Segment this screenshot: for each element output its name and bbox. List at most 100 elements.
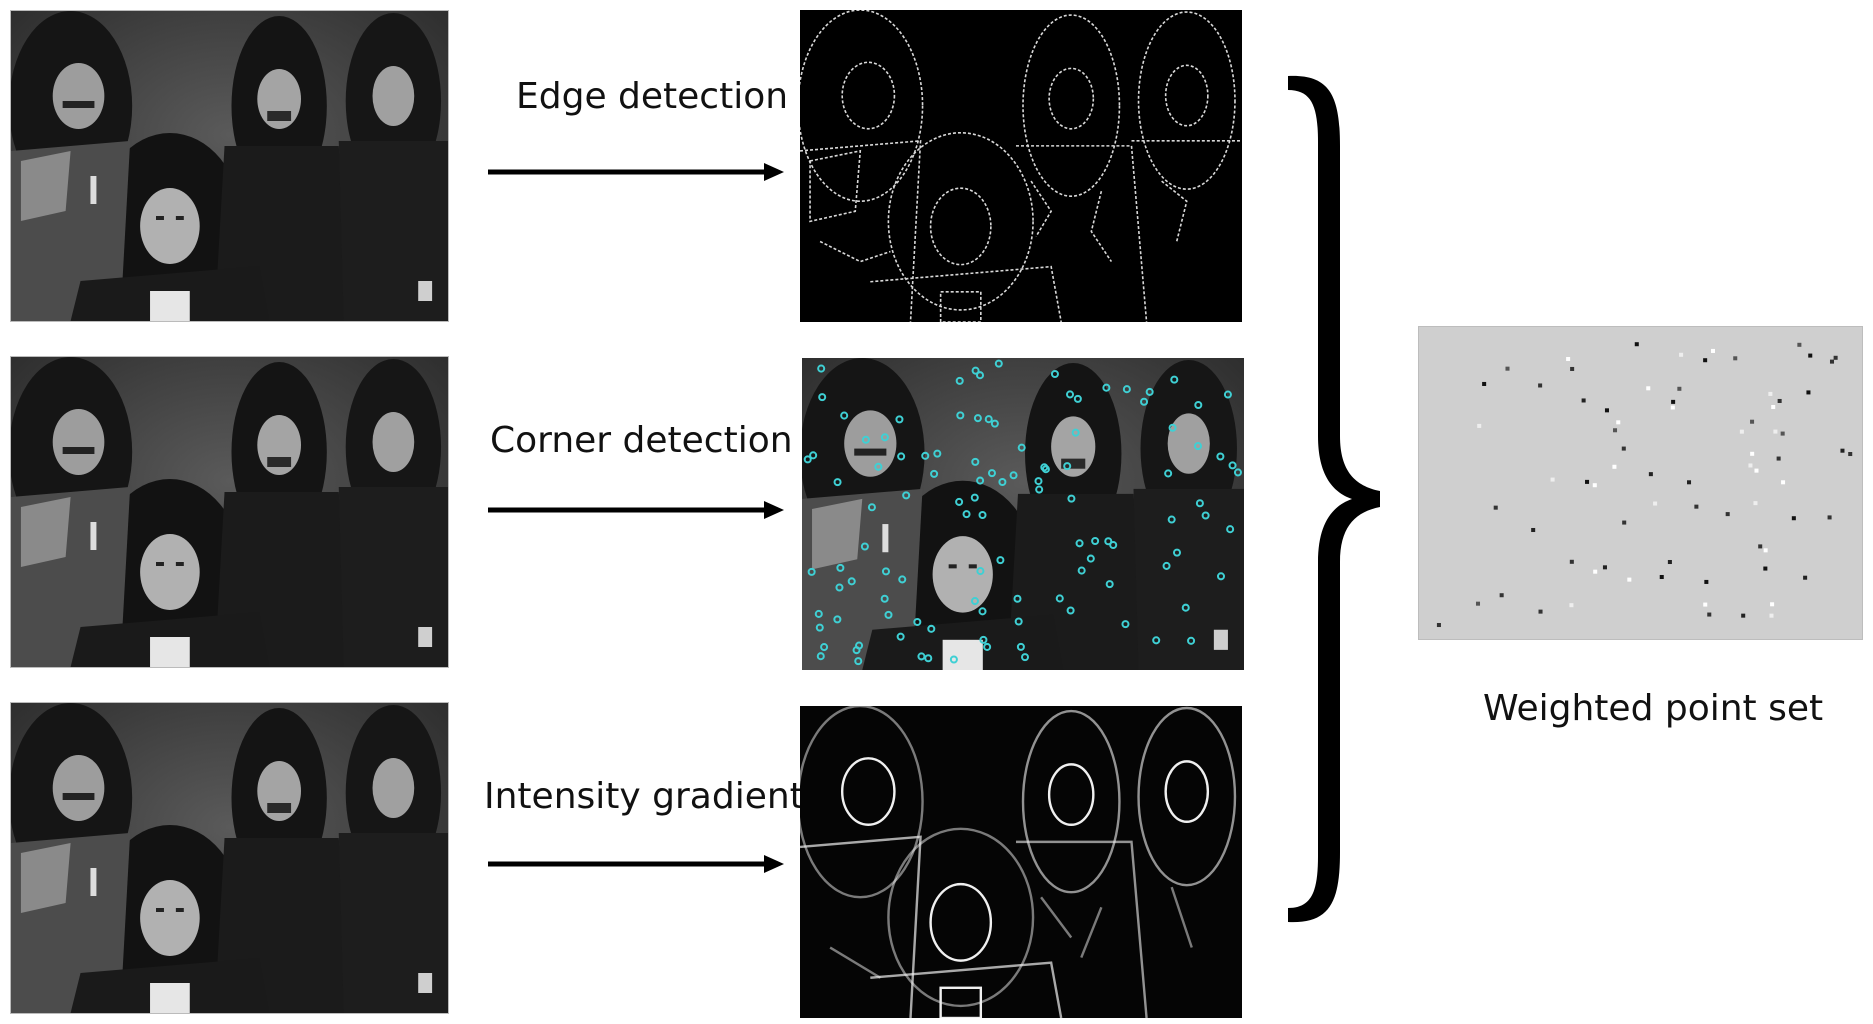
- corner-marker: [984, 415, 993, 424]
- step-label-intensity-gradient: Intensity gradient: [484, 776, 804, 817]
- corner-marker: [881, 567, 890, 576]
- corner-marker: [996, 556, 1005, 565]
- input-photo-2: [10, 356, 449, 668]
- corner-marker: [854, 657, 863, 666]
- corner-marker: [971, 457, 980, 466]
- corner-marker: [983, 642, 992, 651]
- corner-marker: [970, 597, 980, 606]
- corner-marker: [933, 449, 942, 458]
- corner-marker: [1104, 537, 1113, 546]
- corner-marker: [1216, 572, 1226, 581]
- corner-marker: [833, 478, 842, 487]
- weighted-point: [1694, 504, 1699, 509]
- weighted-point: [1803, 575, 1808, 580]
- corner-marker: [896, 632, 905, 641]
- weighted-point: [1780, 431, 1785, 436]
- corner-marker: [971, 366, 980, 375]
- corner-marker: [884, 610, 893, 619]
- curly-brace-icon: [1288, 75, 1380, 923]
- weighted-point: [1750, 451, 1755, 456]
- weighted-point: [1781, 480, 1786, 485]
- corner-marker: [1073, 394, 1082, 403]
- corner-marker: [1226, 525, 1235, 534]
- corner-marker: [1040, 463, 1049, 472]
- corner-marker: [1050, 369, 1059, 379]
- corner-marker: [998, 477, 1007, 487]
- corner-marker: [1201, 511, 1210, 520]
- weighted-point: [1566, 356, 1571, 362]
- corner-marker: [921, 451, 930, 460]
- corner-marker: [820, 643, 829, 652]
- weighted-point: [1776, 456, 1781, 461]
- weighted-point: [1750, 419, 1755, 424]
- weighted-point: [1840, 448, 1845, 453]
- corner-marker: [962, 510, 971, 519]
- weighted-point: [1808, 353, 1813, 358]
- corner-marker: [970, 493, 979, 502]
- weighted-point: [1707, 612, 1712, 617]
- weighted-point: [1648, 472, 1653, 477]
- weighted-point: [1670, 405, 1675, 410]
- weighted-point: [1848, 452, 1853, 457]
- weighted-point: [1616, 420, 1621, 425]
- corner-marker: [1187, 636, 1196, 645]
- corner-marker: [1181, 603, 1190, 612]
- corner-marker: [880, 594, 889, 603]
- weighted-point: [1763, 548, 1768, 553]
- input-photo-1: [10, 10, 449, 322]
- corner-marker: [1216, 452, 1225, 461]
- weighted-point: [1592, 483, 1597, 488]
- weighted-point: [1667, 559, 1672, 565]
- weighted-point: [1769, 613, 1774, 618]
- weighted-point: [1806, 390, 1811, 395]
- corner-marker: [978, 510, 987, 520]
- corner-marker: [1013, 594, 1022, 603]
- weighted-point: [1550, 477, 1555, 482]
- weighted-point: [1634, 342, 1639, 347]
- weighted-point: [1621, 446, 1626, 451]
- weighted-point: [1659, 574, 1664, 580]
- weighted-point: [1687, 480, 1692, 485]
- weighted-point: [1531, 527, 1536, 533]
- weighted-point: [1771, 405, 1776, 410]
- corner-marker: [874, 462, 883, 471]
- corner-marker: [1065, 390, 1075, 399]
- corner-marker: [1063, 462, 1072, 471]
- corner-marker: [897, 452, 906, 461]
- corner-marker: [1086, 554, 1095, 563]
- corner-marker: [1067, 494, 1076, 503]
- weighted-point: [1499, 593, 1504, 598]
- corner-marker: [836, 563, 845, 572]
- corner-marker: [803, 455, 812, 464]
- weighted-point: [1646, 386, 1651, 391]
- corner-marker: [833, 615, 842, 624]
- corner-marker: [898, 575, 907, 584]
- corner-marker: [1009, 471, 1018, 480]
- corner-marker: [1193, 442, 1203, 451]
- corner-marker: [1016, 642, 1025, 651]
- corner-marker: [1162, 561, 1171, 570]
- weighted-point: [1703, 358, 1708, 363]
- corner-marker: [1035, 485, 1044, 494]
- corner-marker: [1055, 594, 1064, 603]
- weighted-point: [1475, 601, 1481, 606]
- weighted-point: [1622, 520, 1627, 525]
- weighted-point: [1773, 429, 1778, 434]
- weighted-point: [1538, 609, 1543, 614]
- corner-marker: [809, 451, 818, 460]
- weighted-point: [1679, 352, 1684, 357]
- corner-marker: [835, 583, 844, 592]
- corner-marker: [1233, 468, 1242, 477]
- corner-marker: [917, 652, 926, 661]
- corner-marker: [956, 411, 965, 420]
- corner-marker: [1170, 375, 1179, 384]
- weighted-point: [1777, 398, 1782, 403]
- corner-marker: [1066, 606, 1075, 615]
- corner-marker: [902, 491, 911, 500]
- weighted-point: [1653, 501, 1658, 506]
- weighted-point: [1758, 544, 1763, 549]
- arrow-right-icon: [488, 501, 784, 519]
- corner-marker: [1075, 539, 1084, 548]
- weighted-point: [1768, 391, 1773, 396]
- weighted-point: [1753, 501, 1758, 506]
